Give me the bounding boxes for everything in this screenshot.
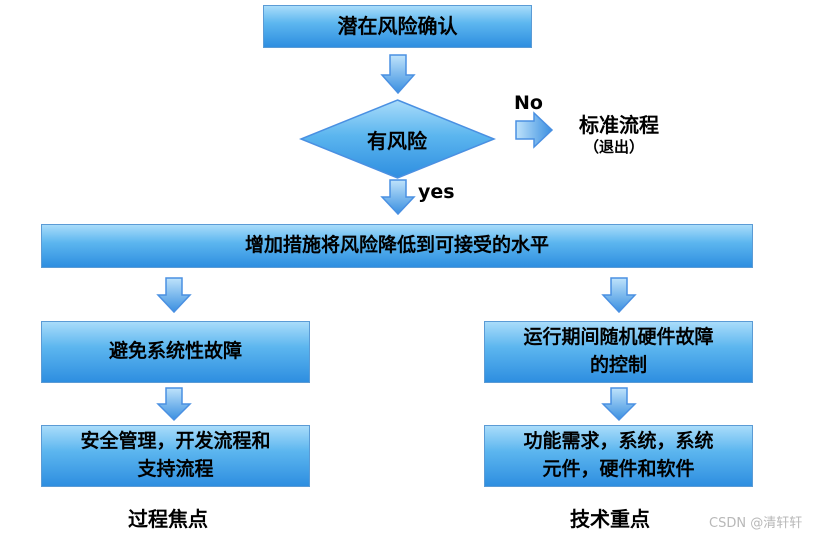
decision-label: 有风险 xyxy=(367,129,427,153)
down-arrow-left-1 xyxy=(156,277,192,314)
yes-label: yes xyxy=(418,181,455,203)
right-arrow-no xyxy=(515,111,554,149)
down-arrow-right-2 xyxy=(601,387,637,422)
avoid-systematic-failures-box: 避免系统性故障 xyxy=(41,321,310,383)
risk-confirm-box: 潜在风险确认 xyxy=(263,5,532,48)
random-hardware-control-label: 运行期间随机硬件故障 的控制 xyxy=(523,326,714,376)
random-hardware-control-box: 运行期间随机硬件故障 的控制 xyxy=(484,321,753,383)
risk-confirm-label: 潜在风险确认 xyxy=(337,14,458,38)
process-items-box: 安全管理，开发流程和 支持流程 xyxy=(41,425,310,487)
tech-items-label: 功能需求，系统，系统 元件，硬件和软件 xyxy=(523,430,714,480)
tech-items-box: 功能需求，系统，系统 元件，硬件和软件 xyxy=(484,425,753,487)
avoid-systematic-failures-label: 避免系统性故障 xyxy=(108,340,242,363)
process-items-label: 安全管理，开发流程和 支持流程 xyxy=(80,430,271,480)
down-arrow-1 xyxy=(380,54,416,95)
down-arrow-left-2 xyxy=(156,387,192,422)
risk-reduction-box: 增加措施将风险降低到可接受的水平 xyxy=(41,224,753,268)
exit-title: 标准流程 xyxy=(579,113,659,137)
tech-focus-caption: 技术重点 xyxy=(570,507,650,531)
exit-sub: （退出） xyxy=(584,138,645,156)
risk-reduction-label: 增加措施将风险降低到可接受的水平 xyxy=(244,234,549,257)
down-arrow-right-1 xyxy=(601,277,637,314)
no-label: No xyxy=(514,92,543,114)
down-arrow-yes xyxy=(380,179,416,216)
decision-diamond xyxy=(298,99,497,179)
process-focus-caption: 过程焦点 xyxy=(128,507,208,531)
watermark: CSDN @清轩轩 xyxy=(709,516,803,531)
